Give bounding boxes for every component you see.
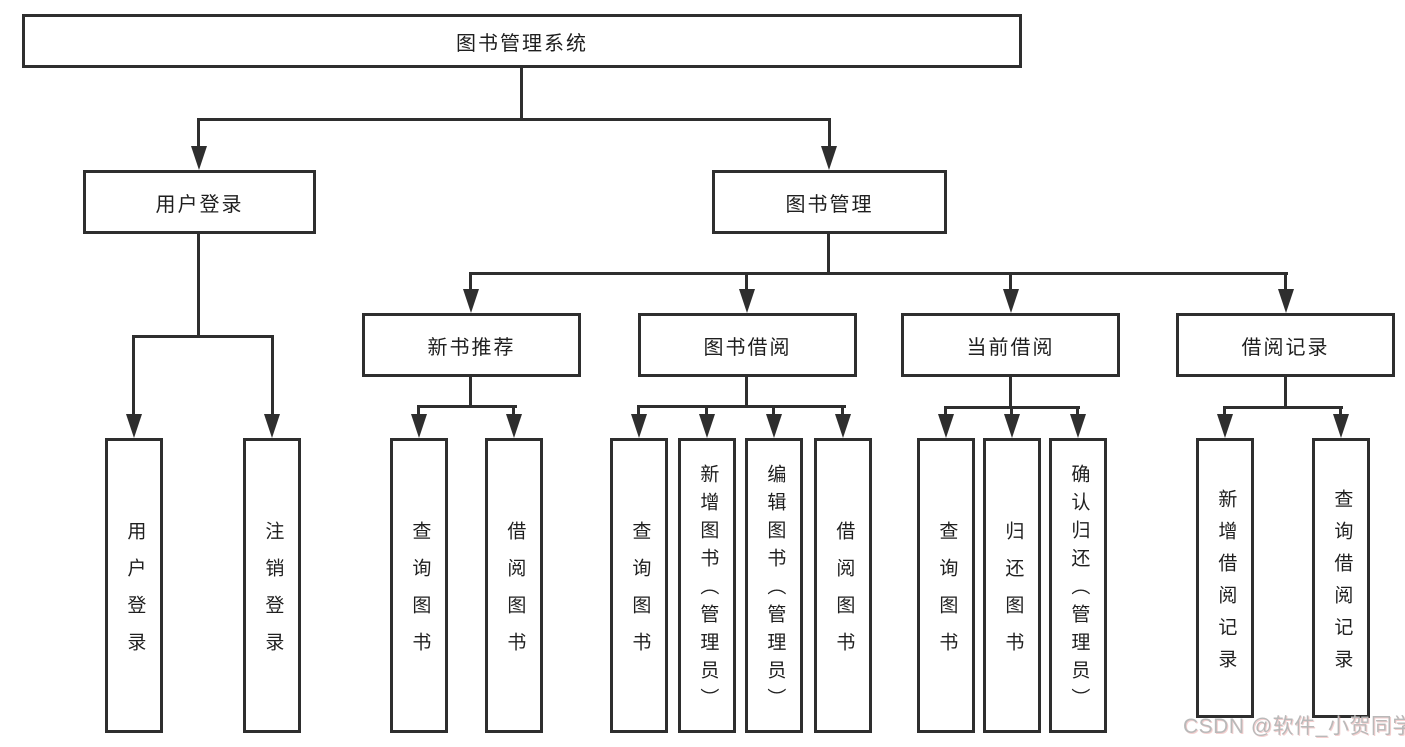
node-add-book-admin: 新增图书（管理员） <box>678 438 736 733</box>
node-label: 归还图书 <box>1002 520 1024 669</box>
connector-line <box>469 272 472 289</box>
arrow-down-icon <box>739 289 755 313</box>
connector-line <box>417 405 420 414</box>
connector-line <box>1010 406 1013 414</box>
arrow-down-icon <box>463 289 479 313</box>
node-borrowing-records: 借阅记录 <box>1176 313 1395 377</box>
node-user-login-leaf: 用户登录 <box>105 438 163 733</box>
node-label: 新增借阅记录 <box>1215 488 1237 681</box>
node-label: 用户登录 <box>155 193 244 216</box>
connector-line <box>944 406 947 414</box>
arrow-down-icon <box>506 414 522 438</box>
connector-line <box>1076 406 1079 414</box>
node-label: 借阅图书 <box>504 520 526 669</box>
connector-line <box>197 118 831 121</box>
node-query-borrow-record: 查询借阅记录 <box>1312 438 1370 718</box>
node-label: 图书借阅 <box>703 336 792 359</box>
arrow-down-icon <box>126 414 142 438</box>
node-edit-book-admin: 编辑图书（管理员） <box>745 438 803 733</box>
connector-line <box>828 118 831 146</box>
node-library-management-system: 图书管理系统 <box>22 14 1022 68</box>
node-label: 查询图书 <box>629 520 651 669</box>
connector-line <box>1339 406 1342 414</box>
connector-line <box>1223 406 1343 409</box>
arrow-down-icon <box>191 146 207 170</box>
connector-line <box>469 377 472 405</box>
connector-line <box>637 405 846 408</box>
connector-line <box>1284 272 1287 289</box>
node-label: 图书管理 <box>785 193 874 216</box>
arrow-down-icon <box>1004 414 1020 438</box>
node-query-books: 查询图书 <box>390 438 448 733</box>
connector-line <box>772 405 775 414</box>
connector-line <box>197 118 200 146</box>
connector-line <box>1284 377 1287 406</box>
node-borrow-books: 借阅图书 <box>814 438 872 733</box>
connector-line <box>197 233 200 335</box>
node-logout: 注销登录 <box>243 438 301 733</box>
node-label: 查询借阅记录 <box>1331 488 1353 681</box>
connector-line <box>132 335 274 338</box>
node-confirm-return-admin: 确认归还（管理员） <box>1049 438 1107 733</box>
connector-line <box>469 272 1288 275</box>
arrow-down-icon <box>264 414 280 438</box>
arrow-down-icon <box>699 414 715 438</box>
csdn-watermark: CSDN @软件_小贺同学 <box>1183 715 1405 738</box>
node-label: 借阅记录 <box>1241 336 1330 359</box>
connector-line <box>841 405 844 414</box>
node-label: 新增图书（管理员） <box>697 464 719 716</box>
node-label: 查询图书 <box>936 520 958 669</box>
arrow-down-icon <box>631 414 647 438</box>
node-add-borrow-record: 新增借阅记录 <box>1196 438 1254 718</box>
arrow-down-icon <box>1070 414 1086 438</box>
arrow-down-icon <box>1278 289 1294 313</box>
node-label: 查询图书 <box>409 520 431 669</box>
connector-line <box>271 335 274 414</box>
node-label: 编辑图书（管理员） <box>764 464 786 716</box>
node-current-borrowing: 当前借阅 <box>901 313 1120 377</box>
node-borrow-books: 借阅图书 <box>485 438 543 733</box>
connector-line <box>637 405 640 414</box>
connector-line <box>132 335 135 414</box>
connector-line <box>512 405 515 414</box>
connector-line <box>1009 272 1012 289</box>
arrow-down-icon <box>835 414 851 438</box>
node-label: 借阅图书 <box>833 520 855 669</box>
connector-line <box>1009 377 1012 406</box>
arrow-down-icon <box>1217 414 1233 438</box>
connector-line <box>705 405 708 414</box>
arrow-down-icon <box>938 414 954 438</box>
node-label: 当前借阅 <box>966 336 1055 359</box>
connector-line <box>745 272 748 289</box>
node-label: 用户登录 <box>124 520 146 669</box>
arrow-down-icon <box>1003 289 1019 313</box>
node-label: 图书管理系统 <box>456 32 588 55</box>
node-return-books: 归还图书 <box>983 438 1041 733</box>
connector-line <box>520 68 523 118</box>
arrow-down-icon <box>766 414 782 438</box>
node-label: 注销登录 <box>262 520 284 669</box>
connector-line <box>745 377 748 405</box>
node-new-book-recommendation: 新书推荐 <box>362 313 581 377</box>
node-query-books: 查询图书 <box>610 438 668 733</box>
arrow-down-icon <box>1333 414 1349 438</box>
node-book-management: 图书管理 <box>712 170 947 234</box>
node-label: 确认归还（管理员） <box>1068 464 1090 716</box>
node-book-borrowing: 图书借阅 <box>638 313 857 377</box>
node-label: 新书推荐 <box>427 336 516 359</box>
node-query-books: 查询图书 <box>917 438 975 733</box>
connector-line <box>1223 406 1226 414</box>
arrow-down-icon <box>411 414 427 438</box>
connector-line <box>417 405 517 408</box>
arrow-down-icon <box>821 146 837 170</box>
node-user-login: 用户登录 <box>83 170 316 234</box>
connector-line <box>827 234 830 272</box>
